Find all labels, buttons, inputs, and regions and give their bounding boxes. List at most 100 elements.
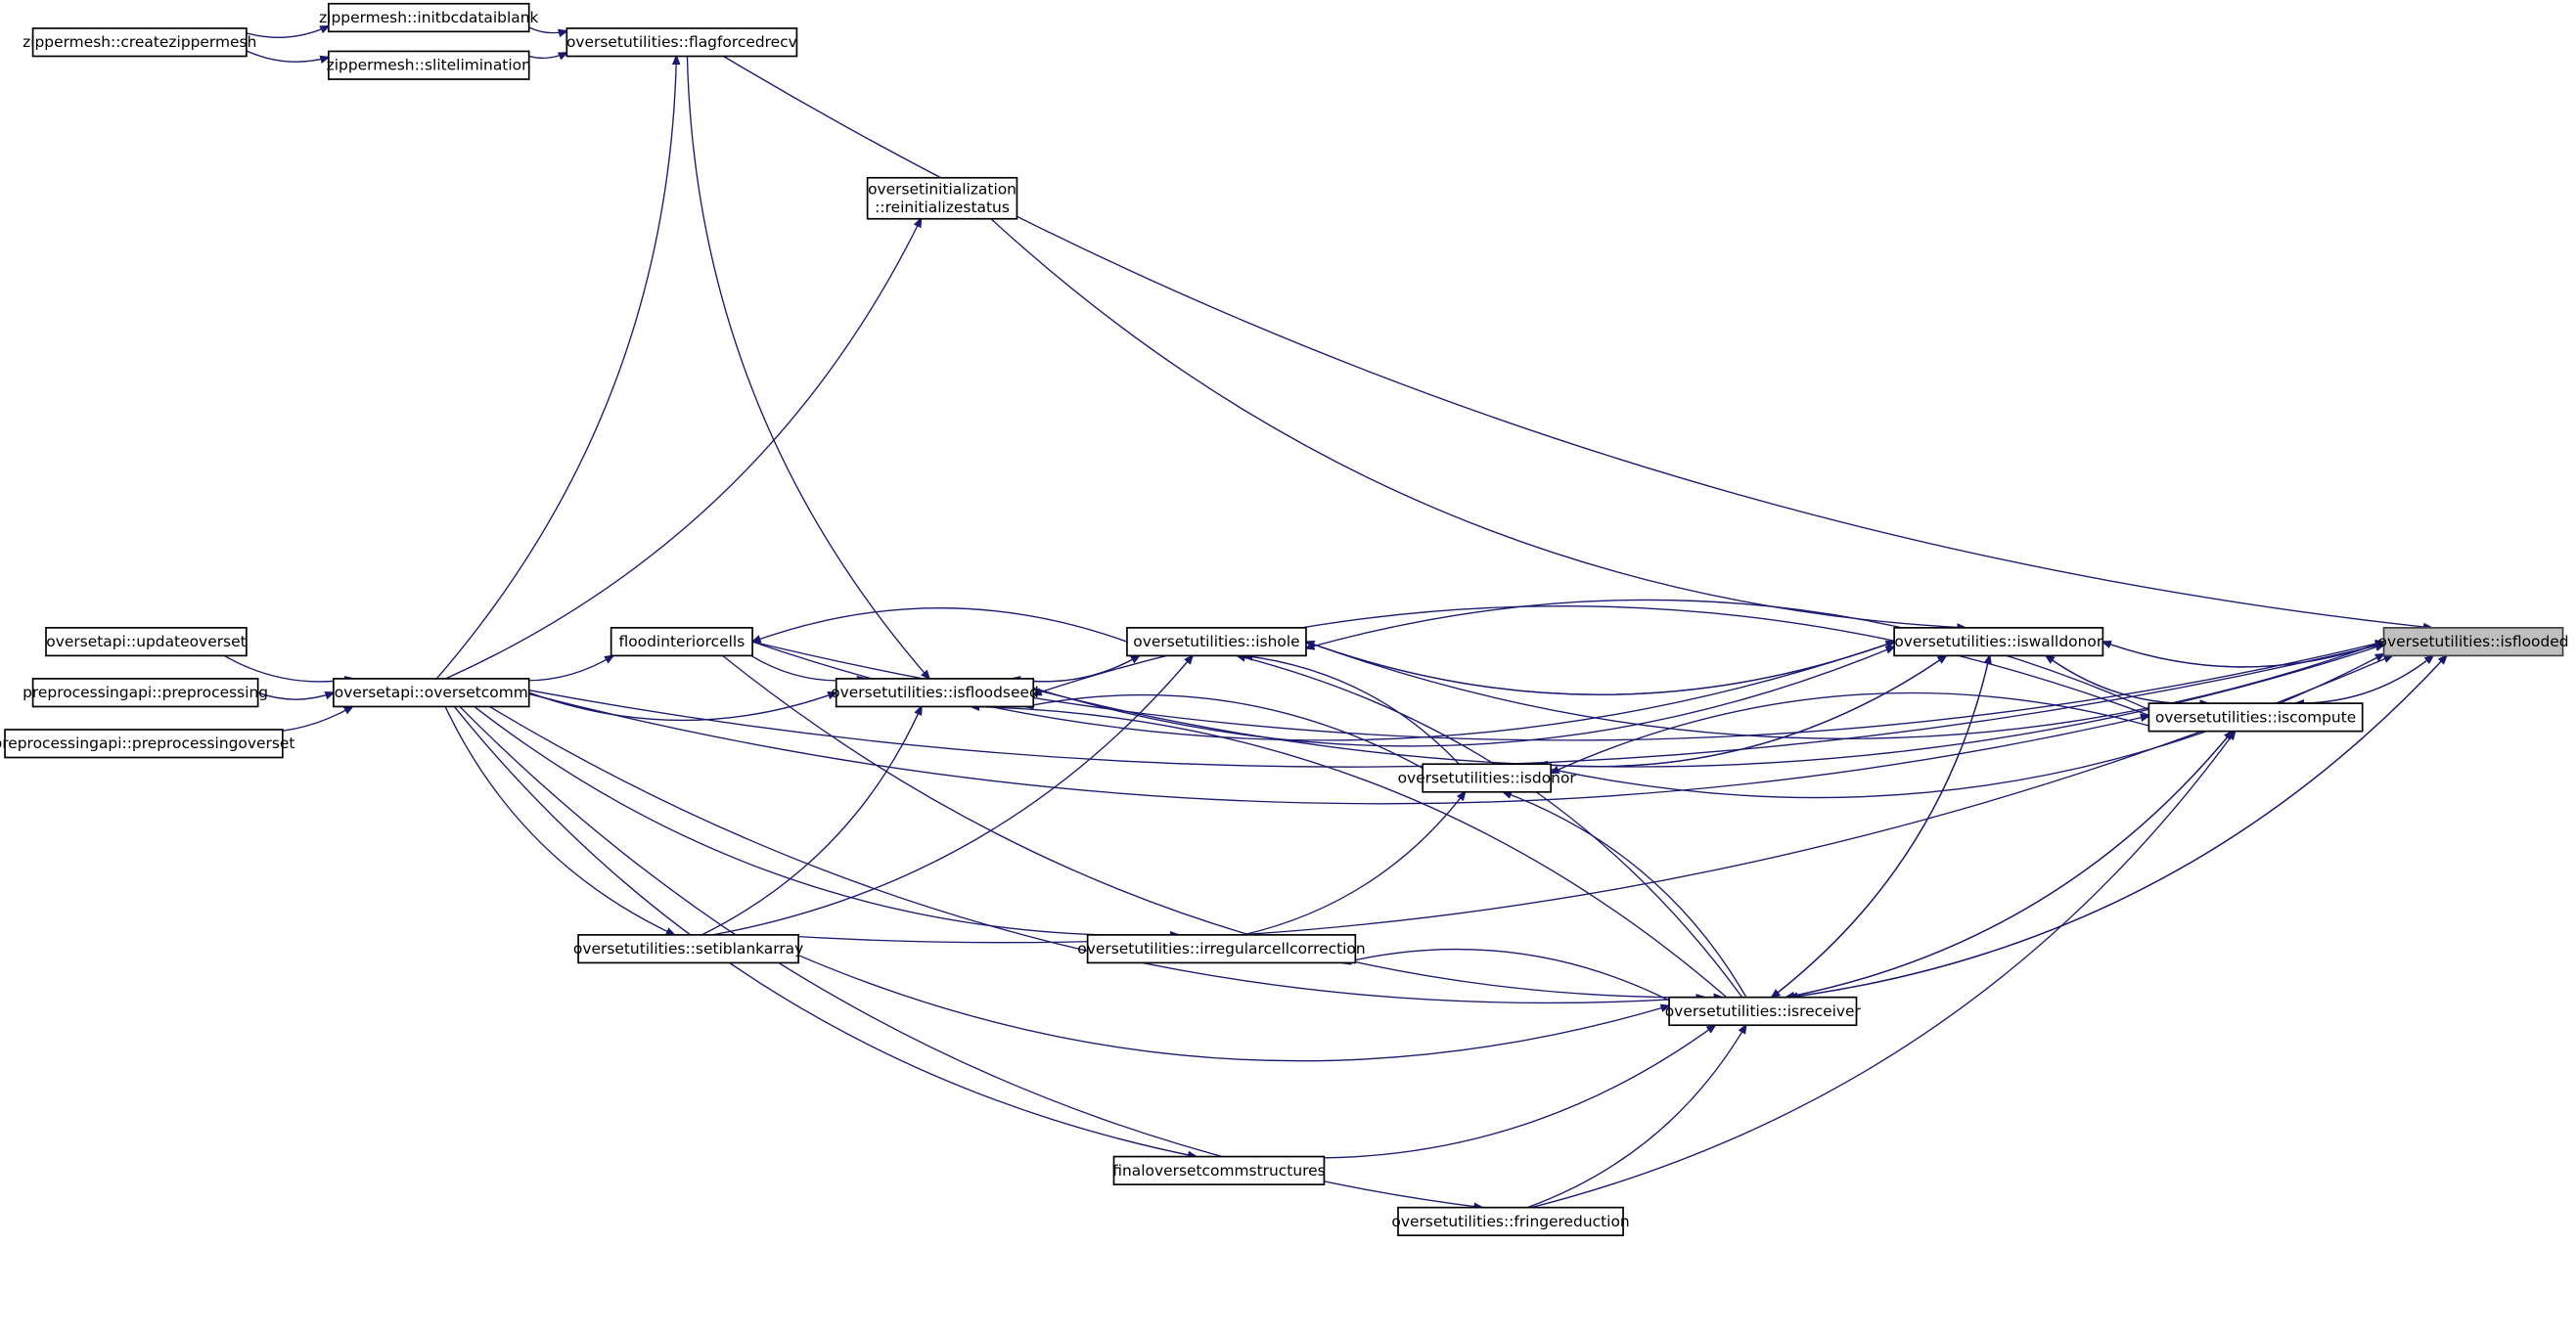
node-label: oversetutilities::irregularcellcorrectio…	[1077, 940, 1365, 957]
node-box	[835, 678, 1035, 708]
node-floodinteriorcells[interactable]: floodinteriorcells	[610, 627, 753, 657]
node-initbcdataiblank[interactable]: zippermesh::initbcdataiblank	[319, 2, 539, 33]
edge-iscompute-to-isfloodseed	[1033, 605, 2149, 716]
node-label: oversetutilities::isfloodseed	[831, 684, 1039, 701]
node-label: oversetutilities::isflooded	[2378, 633, 2569, 650]
node-label: oversetutilities::iscompute	[2155, 708, 2356, 726]
edge-oversetcomm-to-floodinteriorcells	[499, 655, 613, 682]
node-box	[328, 50, 530, 80]
node-box	[328, 2, 530, 33]
edge-ishole-to-isflooded	[1305, 642, 2384, 739]
node-label: floodinteriorcells	[619, 633, 746, 650]
edge-flagforcedrecv-to-isfloodseed	[686, 56, 928, 678]
node-label: oversetapi::oversetcomm	[335, 684, 528, 701]
node-isdonor[interactable]: oversetutilities::isdonor	[1398, 763, 1577, 793]
node-createzippermesh[interactable]: zippermesh::createzippermesh	[23, 27, 256, 58]
node-updateoverset[interactable]: oversetapi::updateoverset	[45, 627, 248, 657]
edge-isreceiver-to-irregularcellcorrection	[1342, 948, 1670, 1002]
node-box	[4, 729, 284, 759]
edge-oversetcomm-to-isfloodseed	[528, 692, 836, 722]
node-oversetcomm[interactable]: oversetapi::oversetcomm	[333, 678, 530, 708]
node-box	[2382, 627, 2564, 657]
edge-flagforcedrecv-to-isflooded	[723, 55, 2432, 627]
edges	[222, 26, 2448, 1209]
node-label: ::reinitializestatus	[875, 199, 1010, 216]
node-finaloversetcommstructures[interactable]: finaloversetcommstructures	[1112, 1155, 1326, 1185]
edge-isflooded-to-iscompute	[2296, 654, 2434, 703]
node-isfloodseed[interactable]: oversetutilities::isfloodseed	[831, 678, 1039, 708]
node-label: oversetutilities::fringereduction	[1391, 1213, 1629, 1230]
edge-initbcdataiblank-to-flagforcedrecv	[528, 26, 567, 33]
edge-createzippermesh-to-slitelimination	[246, 50, 329, 62]
node-ishole[interactable]: oversetutilities::ishole	[1126, 627, 1307, 657]
edge-setiblankarray-to-ishole	[712, 655, 1193, 936]
node-label: zippermesh::slitelimination	[327, 57, 531, 74]
edge-fringereduction-to-isreceiver	[1526, 1025, 1746, 1209]
edge-reinitializestatus-to-iswalldonor	[990, 218, 1966, 628]
node-iscompute[interactable]: oversetutilities::iscompute	[2147, 702, 2364, 733]
edge-iswalldonor-to-isreceiver	[1772, 655, 1991, 997]
node-box	[610, 627, 753, 657]
edge-slitelimination-to-flagforcedrecv	[528, 53, 567, 58]
node-label: oversetutilities::ishole	[1133, 633, 1299, 650]
edge-isflooded-to-iswalldonor	[2102, 642, 2384, 668]
node-box	[45, 627, 248, 657]
node-box	[1112, 1155, 1326, 1185]
edge-irregularcellcorrection-to-isdonor	[1243, 792, 1466, 936]
node-irregularcellcorrection[interactable]: oversetutilities::irregularcellcorrectio…	[1077, 934, 1366, 964]
nodes: zippermesh::createzippermeshzippermesh::…	[0, 2, 2569, 1237]
node-slitelimination[interactable]: zippermesh::slitelimination	[327, 50, 531, 80]
edge-isfloodseed-to-iswalldonor	[1033, 646, 1894, 747]
node-isflooded[interactable]: oversetutilities::isflooded	[2378, 627, 2569, 657]
node-label: preprocessingapi::preprocessingoverset	[0, 735, 294, 752]
edge-ishole-to-floodinteriorcells	[752, 607, 1128, 642]
edge-oversetcomm-to-irregularcellcorrection	[474, 705, 1179, 935]
edge-oversetcomm-to-setiblankarray	[444, 706, 674, 934]
edge-iscompute-to-ishole	[1306, 599, 2149, 711]
edge-iswalldonor-to-ishole	[1306, 642, 1895, 695]
node-label: oversetutilities::isreceiver	[1665, 1002, 1862, 1020]
edge-preprocessingoverset-to-oversetcomm	[222, 706, 353, 734]
node-reinitializestatus[interactable]: oversetinitialization::reinitializestatu…	[866, 176, 1018, 220]
edge-setiblankarray-to-isreceiver	[797, 955, 1669, 1062]
edge-isflooded-to-isreceiver	[1789, 654, 2448, 997]
node-iswalldonor[interactable]: oversetutilities::iswalldonor	[1893, 627, 2104, 657]
edge-fringereduction-to-iscompute	[1530, 732, 2235, 1209]
edge-isdonor-to-ishole	[1244, 655, 1460, 765]
edge-iscompute-to-isdonor	[1551, 691, 2149, 774]
node-box	[31, 678, 259, 708]
edge-isfloodseed-to-isflooded	[1033, 645, 2383, 768]
node-fringereduction[interactable]: oversetutilities::fringereduction	[1391, 1206, 1630, 1237]
node-preprocessingoverset[interactable]: preprocessingapi::preprocessingoverset	[0, 729, 294, 759]
node-preprocessing[interactable]: preprocessingapi::preprocessing	[23, 678, 268, 708]
edge-oversetcomm-to-finaloversetcommstructures	[453, 706, 1196, 1156]
node-box	[1893, 627, 2104, 657]
edge-isreceiver-to-isfloodseed	[972, 706, 1728, 999]
edge-isreceiver-to-isdonor	[1504, 792, 1747, 999]
node-label: oversetutilities::flagforcedrecv	[566, 33, 797, 51]
node-label: zippermesh::initbcdataiblank	[319, 9, 538, 26]
edge-setiblankarray-to-isfloodseed	[701, 706, 921, 936]
edge-oversetcomm-to-flagforcedrecv	[435, 56, 676, 680]
edge-oversetcomm-to-isflooded	[528, 644, 2384, 768]
node-box	[1397, 1206, 1624, 1237]
node-box	[1086, 934, 1357, 964]
node-box	[333, 678, 530, 708]
node-label: oversetutilities::iswalldonor	[1894, 633, 2102, 650]
node-label: zippermesh::createzippermesh	[23, 33, 256, 51]
node-label: oversetinitialization	[868, 181, 1017, 199]
node-box	[1422, 763, 1553, 793]
edge-iscompute-to-isflooded	[2295, 655, 2433, 704]
node-box	[565, 27, 798, 58]
edge-preprocessing-to-oversetcomm	[257, 692, 334, 700]
node-isreceiver[interactable]: oversetutilities::isreceiver	[1665, 996, 1862, 1027]
node-flagforcedrecv[interactable]: oversetutilities::flagforcedrecv	[565, 27, 798, 58]
node-label: preprocessingapi::preprocessing	[23, 684, 268, 701]
node-box	[31, 27, 248, 58]
node-setiblankarray[interactable]: oversetutilities::setiblankarray	[573, 934, 803, 964]
edge-iswalldonor-to-isdonor	[1539, 654, 1947, 766]
node-label: finaloversetcommstructures	[1112, 1162, 1325, 1180]
edge-updateoverset-to-oversetcomm	[223, 654, 353, 682]
edge-oversetcomm-to-reinitializestatus	[445, 219, 922, 680]
